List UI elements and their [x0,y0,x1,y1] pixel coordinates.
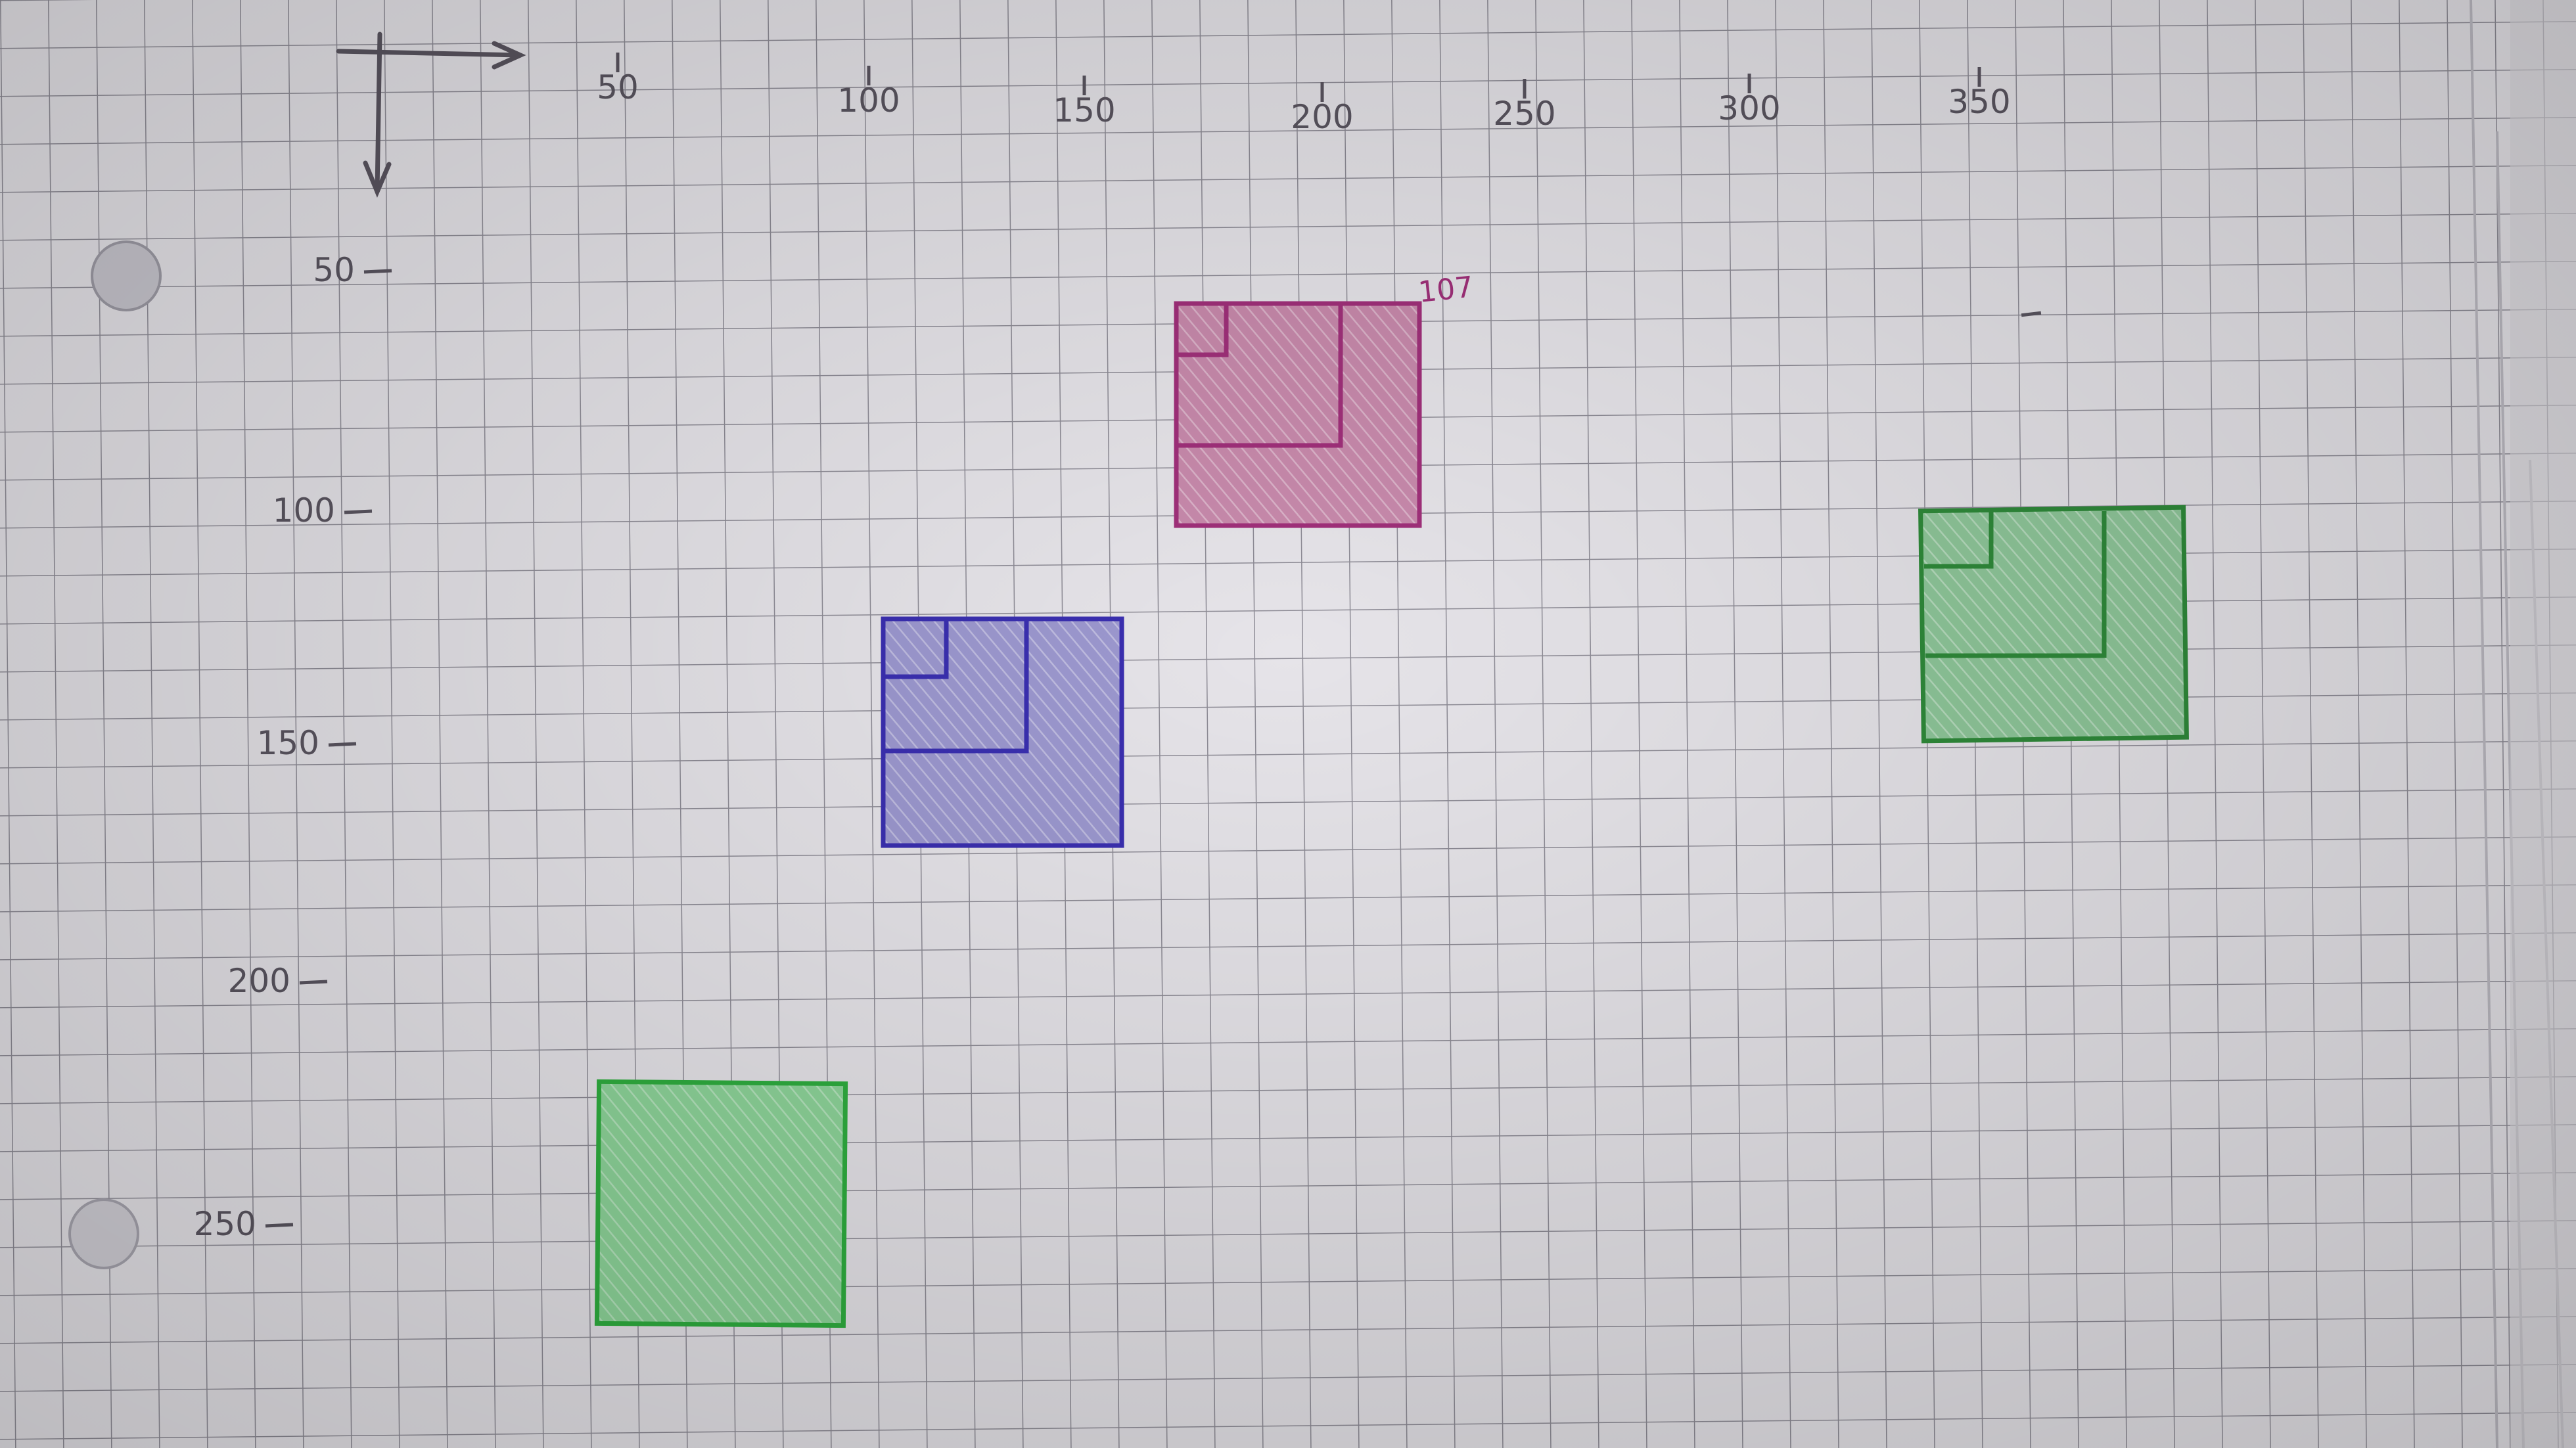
y-tick-label: 100 [273,491,335,530]
x-tick-label: 100 [837,81,900,120]
y-tick-mark [328,742,357,747]
x-tick-label: 50 [597,68,639,106]
y-tick-label: 250 [194,1205,256,1243]
blue-square [881,616,1124,848]
x-tick-label: 300 [1718,89,1780,127]
y-tick-mark [363,269,392,274]
x-tick-label: 250 [1493,95,1555,133]
x-tick-label: 150 [1053,91,1115,129]
y-tick-label: 200 [228,962,290,1000]
punch-hole-bottom [68,1198,139,1269]
x-tick-label: 350 [1948,83,2010,121]
y-tick-label: 50 [313,251,355,289]
y-axis-arrow-line [375,32,382,193]
y-tick-mark [299,980,328,985]
green-square-right [1918,505,2189,744]
y-tick-mark [265,1223,294,1228]
green-square-bottom [594,1079,848,1328]
punch-hole-top [91,240,162,311]
x-tick-label: 200 [1291,98,1353,136]
y-tick-label: 150 [257,724,319,762]
y-tick-mark [344,509,373,514]
magenta-square-annotation: 107 [1417,270,1475,309]
